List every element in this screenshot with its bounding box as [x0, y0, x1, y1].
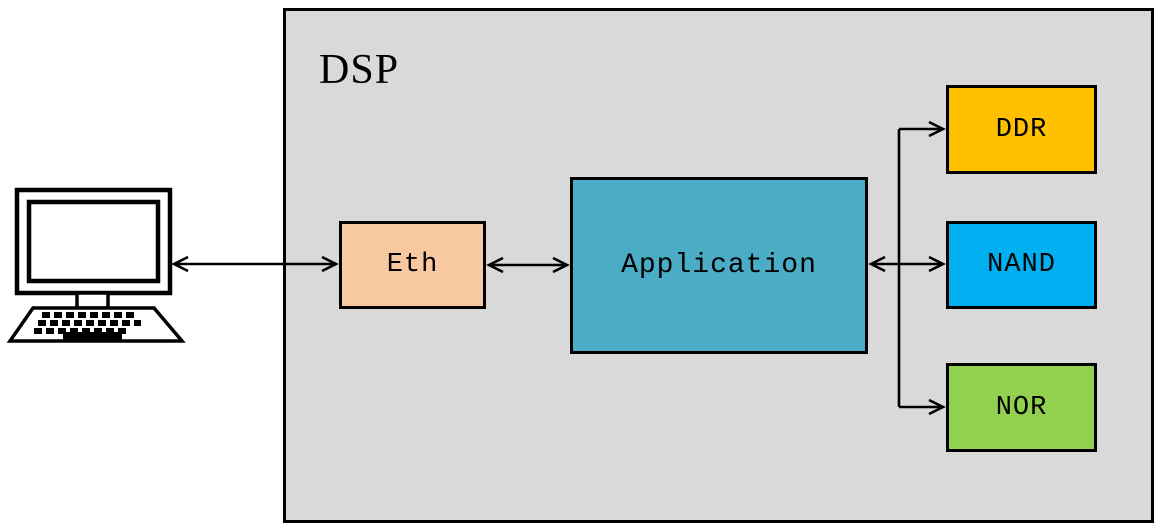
node-application: Application: [570, 177, 868, 354]
node-nor: NOR: [946, 363, 1097, 452]
node-nor-label: NOR: [995, 392, 1048, 423]
dsp-title: DSP: [319, 47, 400, 93]
node-eth: Eth: [339, 221, 486, 309]
node-ddr: DDR: [946, 85, 1097, 174]
node-eth-label: Eth: [386, 250, 439, 280]
node-nand-label: NAND: [987, 250, 1056, 280]
node-application-label: Application: [621, 250, 817, 281]
desktop-computer-icon: [6, 187, 186, 343]
node-nand: NAND: [946, 221, 1097, 309]
node-ddr-label: DDR: [995, 114, 1048, 145]
